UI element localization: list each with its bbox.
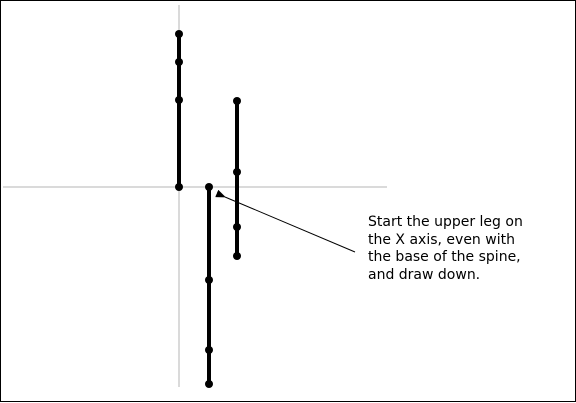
annotation-line: Start the upper leg on bbox=[368, 214, 523, 230]
spine-joint bbox=[175, 30, 183, 38]
leg-segment bbox=[205, 183, 213, 388]
leg-joint bbox=[205, 380, 213, 388]
spine-joint bbox=[175, 58, 183, 66]
arm-segment bbox=[233, 97, 241, 260]
annotation-text: Start the upper leg on the X axis, even … bbox=[368, 214, 568, 284]
leg-joint bbox=[205, 183, 213, 191]
annotation-line: and draw down. bbox=[368, 266, 481, 283]
spine-segment bbox=[175, 30, 183, 191]
pointer-arrow bbox=[215, 189, 356, 253]
arm-joint bbox=[233, 168, 241, 176]
annotation-line: the X axis, even with bbox=[368, 231, 515, 248]
spine-joint bbox=[175, 183, 183, 191]
leg-joint bbox=[205, 346, 213, 354]
arm-joint bbox=[233, 97, 241, 105]
arm-joint bbox=[233, 223, 241, 231]
annotation-line: the base of the spine, bbox=[368, 249, 521, 265]
spine-joint bbox=[175, 96, 183, 104]
arm-joint bbox=[233, 252, 241, 260]
leg-joint bbox=[205, 276, 213, 284]
